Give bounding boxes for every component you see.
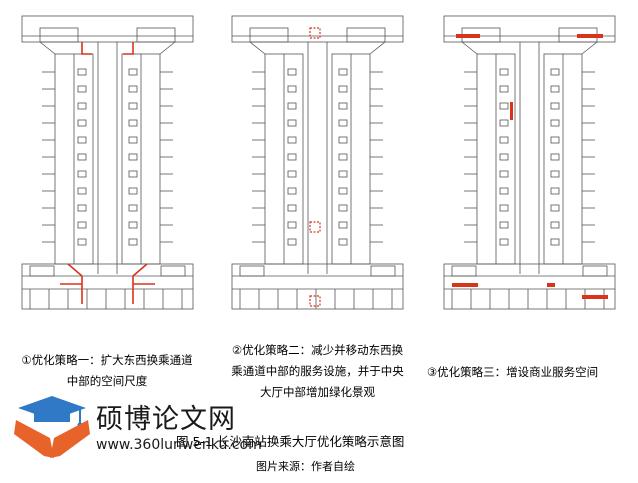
caption-strategy-2: ②优化策略二：减少并移动东西换 乘通道中部的服务设施，并于中央 大厅中部增加绿化… — [205, 340, 430, 403]
caption-line: ①优化策略一：扩大东西换乘通道 — [21, 353, 193, 367]
floor-plan-strategy-3 — [442, 14, 617, 314]
floor-plan-strategy-2 — [230, 14, 405, 314]
watermark-name: 硕博论文网 — [96, 404, 236, 435]
floor-plan-strategy-1 — [20, 14, 195, 314]
graduation-cap-logo-icon — [14, 394, 90, 458]
caption-strategy-1: ①优化策略一：扩大东西换乘通道 中部的空间尺度 — [2, 350, 212, 392]
figure-title: 图 5-1 长沙南站换乘大厅优化策略示意图 — [176, 434, 405, 449]
watermark-url: www.360lunwenku.com — [96, 437, 262, 453]
figure-source: 图片来源：作者自绘 — [256, 460, 355, 473]
caption-strategy-3: ③优化策略三：增设商业服务空间 — [390, 362, 635, 383]
caption-line: ③优化策略三：增设商业服务空间 — [426, 365, 599, 379]
caption-line: 大厅中部增加绿化景观 — [260, 385, 375, 399]
caption-line: ②优化策略二：减少并移动东西换 — [231, 343, 404, 357]
caption-line: 中部的空间尺度 — [66, 374, 148, 388]
caption-line: 乘通道中部的服务设施，并于中央 — [231, 364, 404, 378]
